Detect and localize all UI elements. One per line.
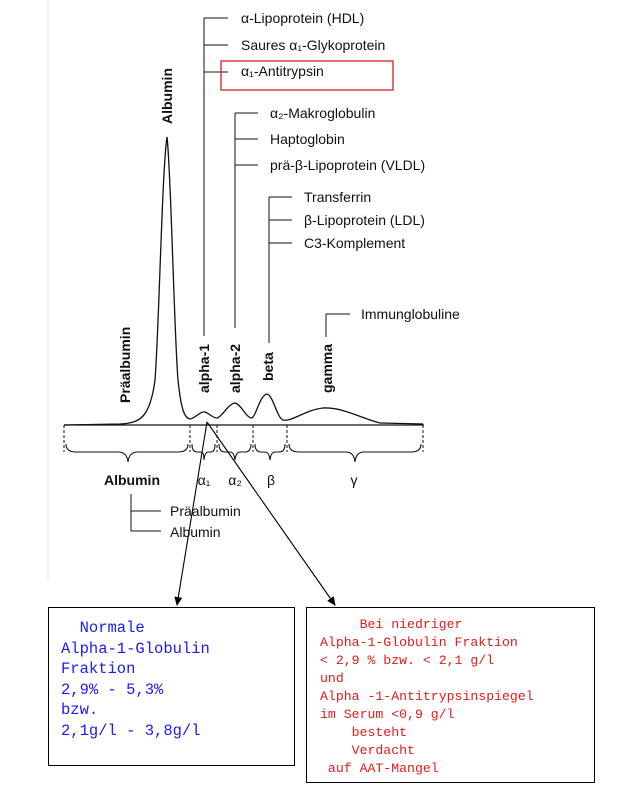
deficiency-box: Bei niedriger Alpha-1-Globulin Fraktion … — [306, 607, 595, 783]
axis-label-alpha1: α₁ — [198, 472, 211, 488]
deficiency-line: Bei niedriger — [320, 617, 463, 632]
protein-glykoprotein: Saures α₁-Glykoprotein — [241, 37, 385, 53]
electrophoresis-curve — [63, 136, 424, 426]
normal-line: bzw. — [61, 701, 99, 719]
fraction-braces — [65, 443, 422, 463]
protein-hdl: α-Lipoprotein (HDL) — [241, 10, 364, 26]
axis-label-albumin: Albumin — [104, 472, 160, 488]
deficiency-line: und — [320, 671, 344, 686]
peak-label-gamma: gamma — [319, 344, 335, 393]
protein-vldl: prä-β-Lipoprotein (VLDL) — [270, 157, 425, 173]
deficiency-line: im Serum <0,9 g/l — [320, 707, 455, 722]
normal-line: 2,1g/l - 3,8g/l — [61, 721, 201, 740]
axis-label-gamma: γ — [351, 472, 358, 488]
albumin-sub-albumin: Albumin — [170, 524, 221, 540]
peak-label-beta: beta — [260, 352, 276, 381]
peak-label-praealbumin: Präalbumin — [117, 327, 133, 403]
normal-line: Alpha-1-Globulin — [61, 639, 210, 658]
arrow-to-deficiency-box — [206, 421, 336, 606]
protein-ldl: β-Lipoprotein (LDL) — [304, 212, 425, 228]
protein-antitrypsin: α₁-Antitrypsin — [241, 63, 324, 79]
deficiency-line: besteht — [320, 725, 408, 740]
protein-haptoglobin: Haptoglobin — [270, 131, 345, 147]
deficiency-line: Verdacht — [320, 743, 415, 758]
peak-label-albumin: Albumin — [159, 68, 175, 124]
albumin-sub-bracket — [130, 494, 161, 532]
fraction-separators — [63, 425, 424, 452]
arrow-to-normal-box — [174, 421, 208, 606]
gamma-group — [325, 313, 350, 337]
normal-range-box: Normale Alpha-1-Globulin Fraktion 2,9% -… — [48, 607, 295, 766]
normal-line: 2,9% - 5,3% — [61, 680, 164, 699]
alpha1-group — [203, 17, 228, 336]
deficiency-line: auf AAT-Mangel — [320, 761, 439, 776]
antitrypsin-highlight-box — [220, 60, 394, 91]
deficiency-line: Alpha-1-Globulin Fraktion — [320, 635, 518, 650]
alpha2-group — [234, 112, 258, 328]
peak-label-alpha1: alpha-1 — [196, 344, 212, 393]
albumin-sub-praealbumin: Präalbumin — [170, 503, 241, 519]
peak-label-alpha2: alpha-2 — [227, 344, 243, 393]
beta-group — [268, 196, 292, 343]
normal-line: Fraktion — [61, 660, 136, 678]
protein-transferrin: Transferrin — [304, 189, 371, 205]
axis-label-alpha2: α₂ — [228, 472, 242, 488]
protein-immunglobuline: Immunglobuline — [361, 306, 460, 322]
protein-makroglobulin: α₂-Makroglobulin — [270, 105, 375, 121]
protein-c3: C3-Komplement — [304, 235, 405, 251]
axis-label-beta: β — [267, 472, 275, 488]
deficiency-line: Alpha -1-Antitrypsinspiegel — [320, 689, 534, 704]
normal-line: Normale — [61, 619, 145, 637]
deficiency-line: < 2,9 % bzw. < 2,1 g/l — [320, 653, 495, 668]
